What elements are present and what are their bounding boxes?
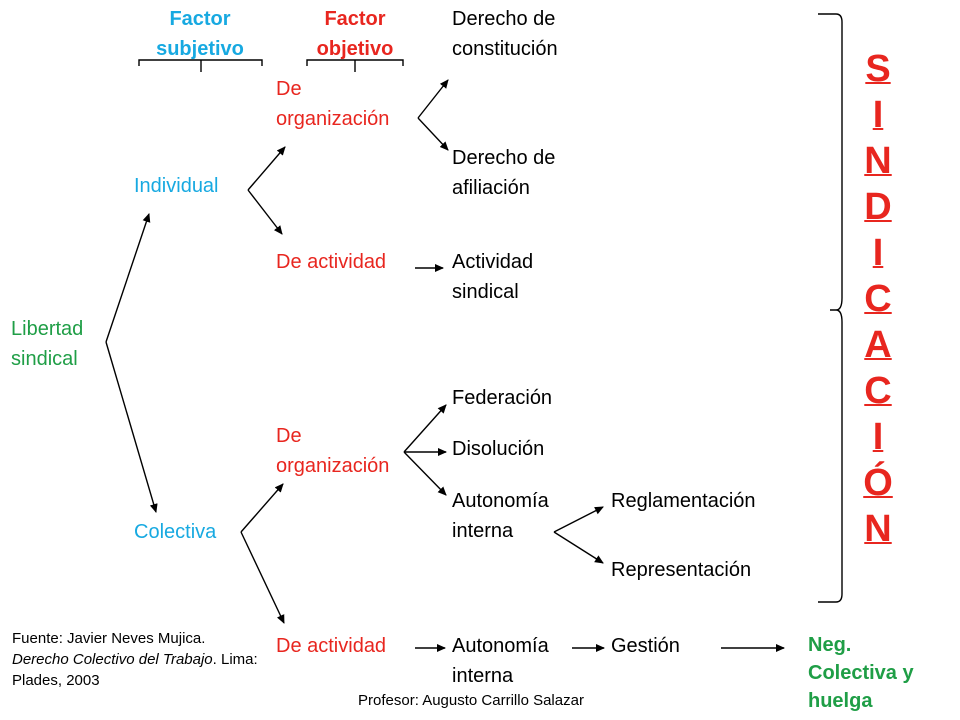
node-col-actividad: De actividad bbox=[276, 635, 387, 657]
sindicacion-letter: A bbox=[864, 324, 892, 366]
arrow-to-individual bbox=[105, 213, 151, 343]
node-autonomia-interna-1: Autonomía interna bbox=[452, 490, 549, 542]
node-derecho-afiliacion: Derecho de afiliación bbox=[452, 147, 556, 199]
node-neg-colectiva: Neg. Colectiva y huelga bbox=[808, 634, 914, 712]
sindicacion-vertical-title: S I N D I C A C I Ó N bbox=[848, 46, 908, 552]
node-col-organizacion: De organización bbox=[276, 425, 390, 477]
sindicacion-brace bbox=[818, 13, 843, 603]
node-disolucion: Disolución bbox=[452, 438, 545, 460]
sindicacion-letter: D bbox=[864, 186, 892, 228]
sindicacion-letter: N bbox=[864, 140, 892, 182]
node-colectiva: Colectiva bbox=[134, 521, 217, 543]
node-autonomia-interna-2: Autonomía interna bbox=[452, 635, 549, 687]
factor-objetivo-label: Factor objetivo bbox=[316, 8, 394, 60]
node-gestion: Gestión bbox=[611, 635, 680, 657]
footer-professor: Profesor: Augusto Carrillo Salazar bbox=[358, 692, 584, 709]
source-publisher: . Lima: Plades, 2003 bbox=[12, 651, 258, 689]
node-federacion: Federación bbox=[452, 387, 553, 409]
sindicacion-letter: N bbox=[864, 508, 892, 550]
node-individual: Individual bbox=[134, 175, 219, 197]
node-libertad-sindical: Libertad sindical bbox=[11, 318, 84, 370]
sindicacion-letter: Ó bbox=[863, 462, 893, 504]
sindicacion-letter: C bbox=[864, 370, 892, 412]
sindicacion-letter: I bbox=[872, 94, 884, 136]
sindicacion-letter: I bbox=[872, 232, 884, 274]
sindicacion-letter: S bbox=[865, 48, 891, 90]
node-reglamentacion: Reglamentación bbox=[611, 490, 756, 512]
source-book-title: Derecho Colectivo del Trabajo bbox=[12, 651, 213, 668]
source-citation: Fuente: Javier Neves Mujica. Derecho Col… bbox=[12, 628, 272, 691]
node-actividad-sindical: Actividad sindical bbox=[452, 251, 534, 303]
factor-subjetivo-label: Factor subjetivo bbox=[156, 8, 244, 60]
source-line-1: Fuente: Javier Neves Mujica. bbox=[12, 630, 206, 647]
node-ind-actividad: De actividad bbox=[276, 251, 387, 273]
sindicacion-letter: C bbox=[864, 278, 892, 320]
arrow-to-colectiva bbox=[105, 341, 158, 513]
node-representacion: Representación bbox=[611, 559, 752, 581]
node-derecho-constitucion: Derecho de constitución bbox=[452, 8, 558, 60]
sindicacion-letter: I bbox=[872, 416, 884, 458]
node-ind-organizacion: De organización bbox=[276, 78, 390, 130]
